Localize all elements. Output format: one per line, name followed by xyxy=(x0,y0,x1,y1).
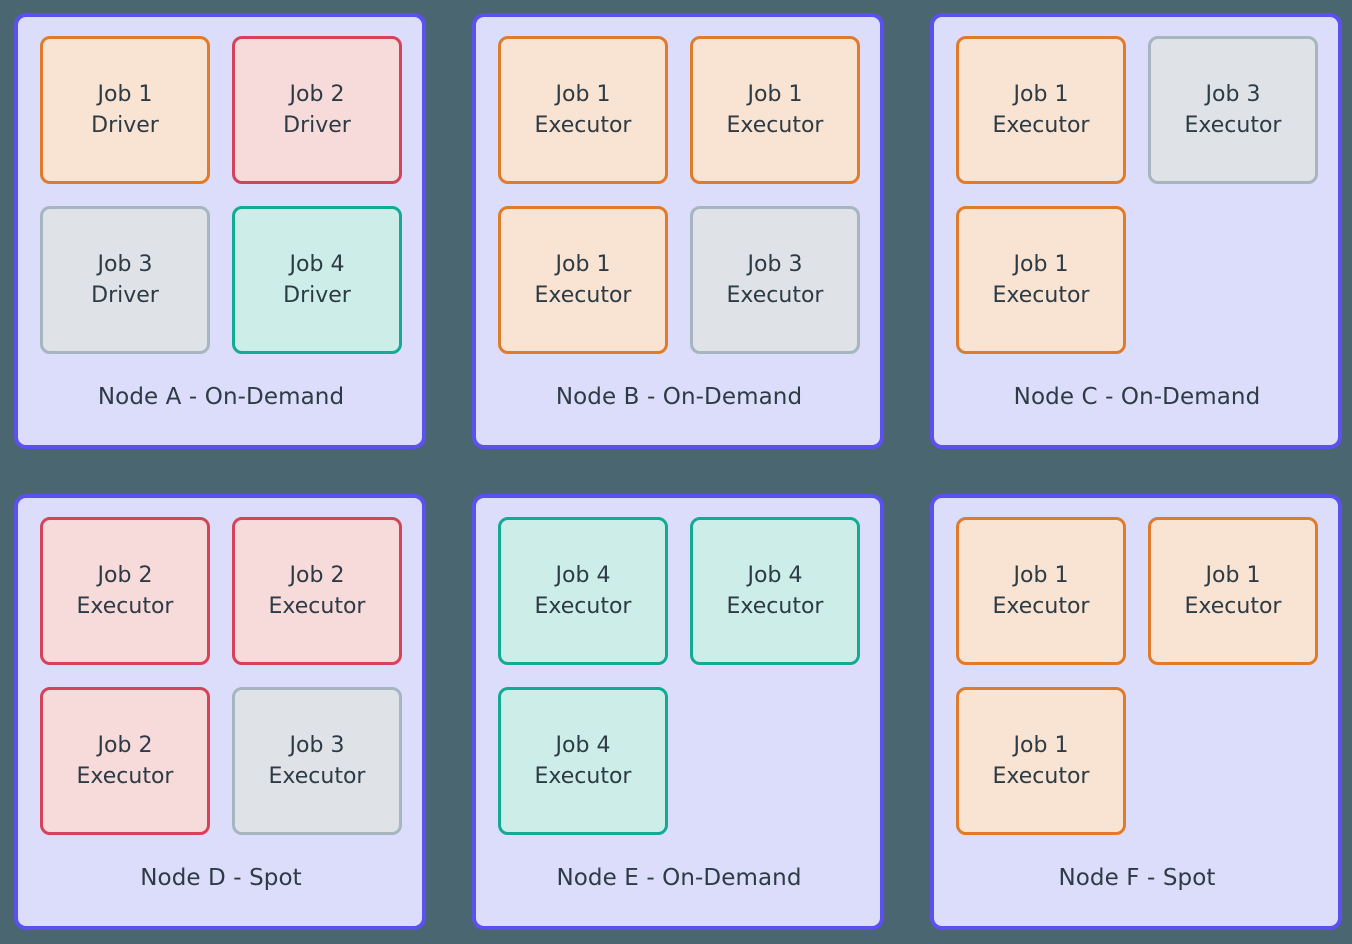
task-role-label: Executor xyxy=(1184,594,1282,619)
task-box[interactable]: Job 4 Executor xyxy=(498,517,668,665)
task-box[interactable]: Job 1 Executor xyxy=(956,206,1126,354)
task-job-label: Job 3 xyxy=(289,732,345,758)
task-box[interactable]: Job 1 Executor xyxy=(956,517,1126,665)
empty-slot xyxy=(1148,206,1318,354)
task-role-label: Driver xyxy=(283,283,351,308)
task-box[interactable]: Job 1 Executor xyxy=(690,36,860,184)
task-job-label: Job 1 xyxy=(1013,251,1069,277)
task-box[interactable]: Job 4 Driver xyxy=(232,206,402,354)
task-role-label: Driver xyxy=(91,113,159,138)
task-role-label: Executor xyxy=(726,283,824,308)
task-role-label: Executor xyxy=(268,594,366,619)
task-job-label: Job 1 xyxy=(555,81,611,107)
task-role-label: Executor xyxy=(726,113,824,138)
task-role-label: Executor xyxy=(726,594,824,619)
task-job-label: Job 3 xyxy=(747,251,803,277)
task-box[interactable]: Job 3 Executor xyxy=(690,206,860,354)
task-job-label: Job 4 xyxy=(289,251,345,277)
task-job-label: Job 4 xyxy=(555,562,611,588)
task-box[interactable]: Job 1 Executor xyxy=(956,687,1126,835)
task-job-label: Job 3 xyxy=(1205,81,1261,107)
task-box[interactable]: Job 2 Driver xyxy=(232,36,402,184)
task-box[interactable]: Job 1 Executor xyxy=(498,36,668,184)
task-job-label: Job 2 xyxy=(289,562,345,588)
task-job-label: Job 1 xyxy=(97,81,153,107)
task-job-label: Job 3 xyxy=(97,251,153,277)
task-role-label: Executor xyxy=(534,113,632,138)
task-job-label: Job 1 xyxy=(1205,562,1261,588)
task-role-label: Executor xyxy=(992,113,1090,138)
task-role-label: Executor xyxy=(76,764,174,789)
task-role-label: Executor xyxy=(76,594,174,619)
task-job-label: Job 2 xyxy=(289,81,345,107)
node-e-label: Node E - On-Demand xyxy=(556,864,802,891)
empty-slot xyxy=(690,687,860,835)
task-job-label: Job 4 xyxy=(555,732,611,758)
task-role-label: Executor xyxy=(992,764,1090,789)
task-box[interactable]: Job 4 Executor xyxy=(498,687,668,835)
task-job-label: Job 2 xyxy=(97,562,153,588)
node-c-label: Node C - On-Demand xyxy=(1013,383,1261,410)
task-job-label: Job 1 xyxy=(1013,81,1069,107)
task-job-label: Job 4 xyxy=(747,562,803,588)
task-role-label: Executor xyxy=(992,283,1090,308)
task-role-label: Executor xyxy=(268,764,366,789)
task-role-label: Executor xyxy=(534,764,632,789)
task-box[interactable]: Job 1 Executor xyxy=(498,206,668,354)
task-role-label: Executor xyxy=(992,594,1090,619)
task-job-label: Job 2 xyxy=(97,732,153,758)
task-box[interactable]: Job 1 Executor xyxy=(1148,517,1318,665)
task-role-label: Driver xyxy=(91,283,159,308)
node-f-label: Node F - Spot xyxy=(1058,864,1216,891)
task-box[interactable]: Job 2 Executor xyxy=(40,687,210,835)
task-role-label: Driver xyxy=(283,113,351,138)
task-box[interactable]: Job 2 Executor xyxy=(40,517,210,665)
task-job-label: Job 1 xyxy=(747,81,803,107)
task-box[interactable]: Job 2 Executor xyxy=(232,517,402,665)
task-box[interactable]: Job 1 Executor xyxy=(956,36,1126,184)
task-job-label: Job 1 xyxy=(555,251,611,277)
task-box[interactable]: Job 4 Executor xyxy=(690,517,860,665)
task-role-label: Executor xyxy=(534,283,632,308)
task-box[interactable]: Job 3 Executor xyxy=(1148,36,1318,184)
node-d-label: Node D - Spot xyxy=(140,864,302,891)
task-role-label: Executor xyxy=(1184,113,1282,138)
task-box[interactable]: Job 3 Executor xyxy=(232,687,402,835)
task-job-label: Job 1 xyxy=(1013,562,1069,588)
task-box[interactable]: Job 3 Driver xyxy=(40,206,210,354)
task-job-label: Job 1 xyxy=(1013,732,1069,758)
task-box[interactable]: Job 1 Driver xyxy=(40,36,210,184)
node-b-label: Node B - On-Demand xyxy=(555,383,803,410)
node-a-label: Node A - On-Demand xyxy=(97,383,345,410)
empty-slot xyxy=(1148,687,1318,835)
task-role-label: Executor xyxy=(534,594,632,619)
